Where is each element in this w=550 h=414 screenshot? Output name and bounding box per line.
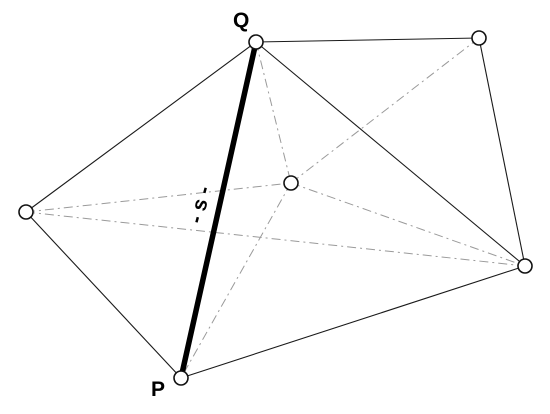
edge-left-to-p	[25, 211, 182, 379]
edge-left-to-center	[25, 182, 292, 213]
edge-left-to-q	[25, 41, 257, 213]
edge-q-to-right	[255, 41, 526, 267]
vertex-p	[173, 370, 189, 386]
vertex-top-right	[471, 30, 487, 46]
dashed-edges	[25, 37, 526, 379]
solid-edges	[25, 37, 526, 379]
vertex-left	[18, 204, 34, 220]
segment-pq	[178, 39, 259, 381]
edge-topright-to-right	[478, 37, 526, 267]
vertex-right	[517, 258, 533, 274]
edge-center-to-right	[290, 182, 526, 267]
edge-q-to-center	[255, 41, 292, 184]
edge-topright-to-center	[290, 37, 480, 184]
vertex-label-q: Q	[233, 9, 249, 32]
vertex-q	[248, 34, 264, 50]
edge-q-to-topright	[255, 37, 480, 43]
edge-left-to-right	[25, 211, 526, 267]
vertices	[18, 30, 533, 386]
vertex-center	[283, 175, 299, 191]
vertex-label-p: P	[151, 378, 165, 401]
edge-p-to-right	[180, 265, 526, 379]
segment-label: - s -	[184, 184, 216, 226]
